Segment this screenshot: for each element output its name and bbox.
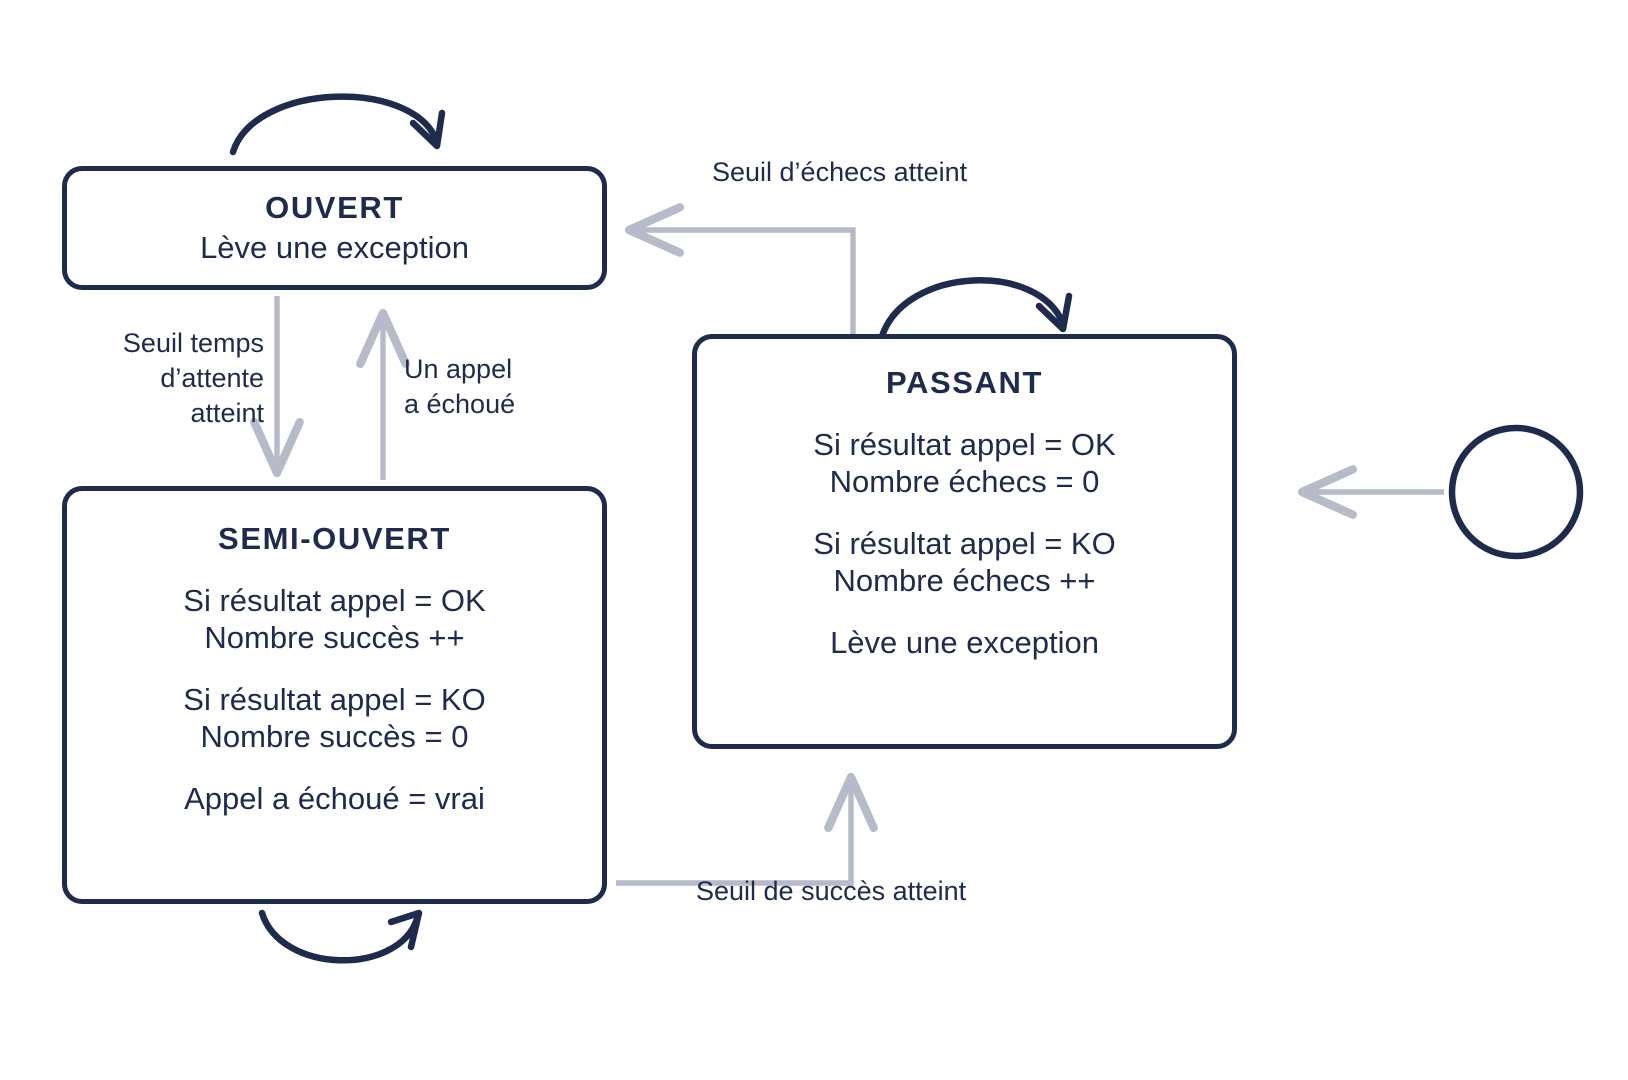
state-semi-ouvert-line: Nombre succès = 0 — [200, 718, 469, 754]
state-semi-ouvert-line: Appel a échoué = vrai — [184, 781, 485, 817]
state-passant-line: Si résultat appel = KO — [813, 526, 1116, 562]
state-passant-group-ok: Si résultat appel = OK Nombre échecs = 0 — [813, 427, 1115, 500]
state-semi-ouvert-group-ko: Si résultat appel = KO Nombre succès = 0 — [183, 682, 485, 755]
state-semi-ouvert-group-flag: Appel a échoué = vrai — [184, 781, 485, 818]
state-semi-ouvert-line: Si résultat appel = OK — [183, 583, 486, 618]
transition-label-semi-to-passant: Seuil de succès atteint — [696, 876, 967, 906]
state-semi-ouvert-line: Si résultat appel = KO — [183, 682, 486, 718]
passant-self-loop-arrow — [878, 277, 1073, 340]
semi-ouvert-self-loop-arrow — [258, 909, 423, 964]
state-passant-group-exception: Lève une exception — [830, 625, 1099, 662]
state-passant[interactable]: PASSANT Si résultat appel = OK Nombre éc… — [692, 334, 1237, 749]
state-passant-line: Si résultat appel = OK — [813, 427, 1116, 462]
state-passant-line: Lève une exception — [830, 625, 1099, 661]
transition-label-semi-to-ouvert: Un appel a échoué — [404, 354, 516, 420]
state-semi-ouvert[interactable]: SEMI-OUVERT Si résultat appel = OK Nombr… — [62, 486, 607, 904]
passant-to-ouvert-arrow — [624, 203, 856, 334]
state-semi-ouvert-title: SEMI-OUVERT — [218, 521, 451, 556]
start-node-circle — [1448, 424, 1584, 560]
ouvert-self-loop-arrow — [229, 93, 446, 156]
state-passant-group-ko: Si résultat appel = KO Nombre échecs ++ — [813, 526, 1115, 599]
state-passant-title: PASSANT — [885, 365, 1044, 400]
state-ouvert[interactable]: OUVERT Lève une exception — [62, 166, 607, 290]
semi-to-passant-arrow — [616, 772, 878, 886]
state-ouvert-line: Lève une exception — [200, 229, 469, 265]
state-ouvert-title: OUVERT — [265, 189, 404, 225]
transition-label-ouvert-to-semi: Seuil temps d’attente atteint — [122, 328, 264, 429]
state-passant-line: Nombre échecs = 0 — [829, 463, 1100, 499]
transition-label-passant-to-ouvert: Seuil d’échecs atteint — [712, 157, 968, 187]
state-semi-ouvert-line: Nombre succès ++ — [204, 619, 465, 655]
state-semi-ouvert-group-ok: Si résultat appel = OK Nombre succès ++ — [183, 583, 485, 656]
state-passant-line: Nombre échecs ++ — [833, 562, 1096, 598]
